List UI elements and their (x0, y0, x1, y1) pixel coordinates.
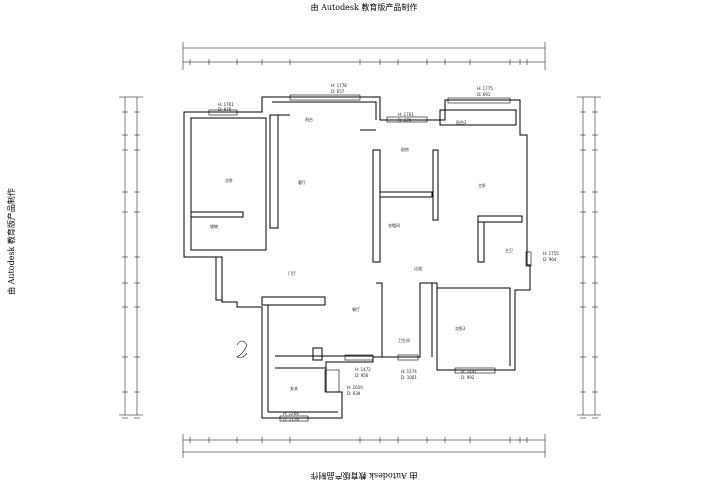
room-label: 次卧 (225, 177, 233, 183)
window-height: H: 1755 (543, 251, 559, 256)
dimension-lines (119, 42, 601, 458)
room-label: 餐厅 (352, 306, 360, 312)
room-label: 衣帽间 (388, 222, 400, 228)
stair-symbol (236, 340, 248, 358)
window-depth: D: 992 (461, 375, 475, 380)
window-height: H: 1778 (331, 83, 347, 88)
window-depth: D: 676 (218, 107, 232, 112)
room-label: 阳台2 (456, 119, 467, 125)
room-label: 阳台 (305, 116, 313, 122)
window-height: H: 1761 (218, 102, 234, 107)
window-height: H: 1574 (401, 369, 417, 374)
room-label: 厨房 (401, 146, 409, 152)
window-depth: D: 956 (355, 373, 369, 378)
window-depth: D: 657 (331, 89, 345, 94)
window-height: H: 1761 (398, 112, 414, 117)
room-label: 储物 (210, 223, 218, 229)
room-label: 卫生间 (398, 337, 410, 343)
window-depth: D: 1001 (401, 375, 417, 380)
window-depth: D: 1176 (283, 417, 299, 422)
windows (208, 94, 532, 422)
room-label: 过道 (414, 265, 422, 271)
window-depth: D: 964 (543, 257, 557, 262)
watermark-top: 由 Autodesk 教育版产品制作 (310, 3, 418, 12)
window-depth: D: 691 (477, 92, 491, 97)
window-height: H: 1650 (347, 385, 363, 390)
window-height: H: 1268 (283, 411, 299, 416)
room-label: 客厅 (298, 179, 306, 185)
window-height: H: 1497 (461, 369, 477, 374)
walls (183, 96, 531, 419)
window-depth: D: 678 (398, 118, 412, 123)
window-height: H: 1472 (355, 367, 371, 372)
window-height: H: 1775 (477, 86, 493, 91)
room-label: 门厅 (288, 270, 296, 276)
window-depth: D: 639 (347, 391, 361, 396)
room-label: 主卫 (505, 247, 513, 253)
room-label: 玄关 (290, 385, 298, 391)
room-label: 主卧 (478, 182, 486, 188)
room-label: 次卧2 (455, 325, 466, 331)
room-labels: 次卧 储物 客厅 阳台 厨房 衣帽间 主卧 主卫 过道 门厅 餐厅 卫生间 次卧… (210, 116, 513, 391)
